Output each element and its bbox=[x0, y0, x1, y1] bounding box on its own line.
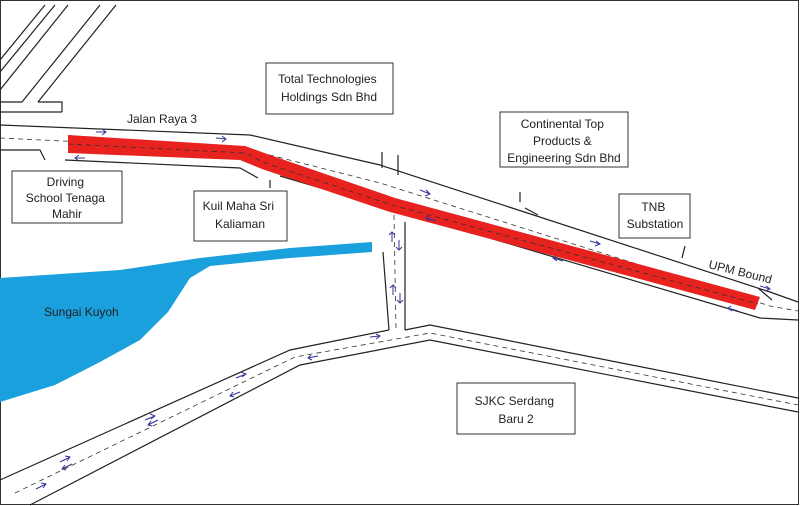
tnb-box bbox=[618, 193, 691, 239]
tnb-label: TNB Substation bbox=[627, 200, 684, 231]
direction-arrows bbox=[35, 128, 772, 490]
continental-label: Continental Top Products & Engineering S… bbox=[507, 117, 620, 165]
river-sungai-kuyoh bbox=[0, 242, 372, 402]
jalan-raya-3-label: Jalan Raya 3 bbox=[127, 112, 197, 126]
kuil-label: Kuil Maha Sri Kaliaman bbox=[203, 199, 278, 231]
sjkc-label: SJKC Serdang Baru 2 bbox=[475, 394, 558, 426]
driveways bbox=[519, 192, 773, 301]
highlighted-road-segment bbox=[68, 135, 760, 310]
road-lower bbox=[0, 324, 799, 506]
sjkc-box bbox=[456, 382, 576, 435]
kuil-box bbox=[193, 190, 288, 242]
total-technologies-box bbox=[265, 62, 394, 115]
total-technologies-label: Total Technologies Holdings Sdn Bhd bbox=[278, 72, 380, 104]
side-streets-top-left bbox=[0, 4, 117, 113]
continental-box bbox=[499, 111, 629, 168]
driving-school-box bbox=[11, 170, 123, 224]
driving-school-label: Driving School Tenaga Mahir bbox=[26, 175, 109, 221]
sungai-kuyoh-label: Sungai Kuyoh bbox=[44, 305, 119, 319]
highlight-centerline bbox=[67, 143, 759, 305]
